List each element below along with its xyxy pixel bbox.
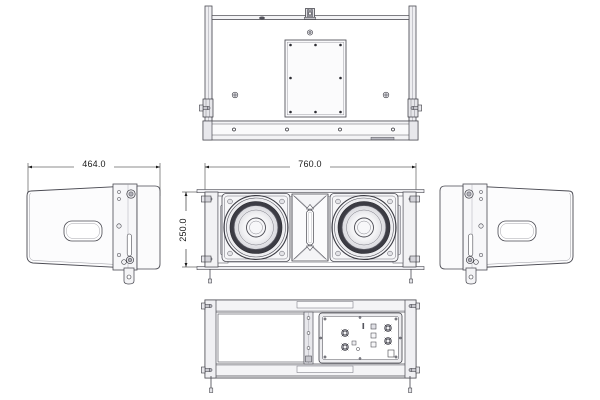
bottom-left-pull-handle <box>209 376 214 393</box>
right-side-view <box>439 183 574 285</box>
front-bottom-rail <box>196 266 425 271</box>
panel-pad-3 <box>370 341 377 348</box>
dimension-depth-label: 464.0 <box>82 159 106 169</box>
bottom-rail-left-cap <box>202 120 213 141</box>
left-side-view: 464.0 <box>26 159 161 285</box>
center-waveguide-horn <box>291 193 329 262</box>
left-woofer <box>221 192 291 263</box>
speakon-input-1 <box>341 329 349 337</box>
panel-vent-hole <box>356 347 360 351</box>
rear-panel-plate <box>284 39 347 118</box>
top-view-center-screw <box>307 29 313 36</box>
top-view-left-rigging-hardware <box>199 98 214 118</box>
right-rear-cap <box>439 185 464 270</box>
left-pull-pin-tab <box>123 267 135 285</box>
top-view-right-side-screw <box>382 91 390 99</box>
label-plate <box>387 349 395 358</box>
bottom-rail-right-cap <box>408 120 419 141</box>
led-indicator <box>362 323 365 329</box>
right-cabinet-inner-line <box>471 193 571 266</box>
panel-pad-2 <box>370 332 377 339</box>
dimension-height-label: 250.0 <box>178 218 188 242</box>
speakon-input-2 <box>341 343 349 351</box>
top-view-right-rigging-hardware <box>407 98 422 118</box>
dimension-width-label: 760.0 <box>298 159 322 169</box>
front-view: 760.0 250.0 <box>178 159 425 284</box>
bottom-center-divider <box>303 311 314 365</box>
bottom-view <box>201 299 420 393</box>
connector-panel <box>318 312 403 364</box>
speakon-link-1 <box>384 324 392 332</box>
top-view-left-side-screw <box>231 91 239 99</box>
left-rigging-arm-plate <box>112 183 138 271</box>
left-handle-cutout <box>63 220 103 242</box>
front-top-rail <box>196 189 425 194</box>
right-woofer <box>329 192 399 263</box>
top-view <box>199 5 422 141</box>
panel-pad-4 <box>351 340 357 346</box>
speakon-link-2 <box>384 337 392 345</box>
dimension-depth: 464.0 <box>27 159 161 196</box>
bottom-left-column <box>204 299 217 379</box>
bottom-right-pull-handle <box>408 376 413 393</box>
left-rear-cap <box>136 185 161 270</box>
right-pull-pin-tab <box>465 267 477 285</box>
right-handle-cutout <box>497 220 537 242</box>
top-view-bottom-rail <box>202 120 419 141</box>
right-rigging-arm-plate <box>462 183 488 271</box>
top-edge-marker <box>259 16 265 20</box>
bottom-right-column <box>404 299 417 379</box>
bottom-view-bottom-rail <box>204 363 417 377</box>
panel-pad-1 <box>370 323 377 330</box>
bottom-left-bay <box>217 313 305 363</box>
center-rigging-bracket <box>304 8 316 20</box>
left-cabinet-inner-line <box>29 193 129 266</box>
bottom-view-top-rail <box>204 299 417 313</box>
